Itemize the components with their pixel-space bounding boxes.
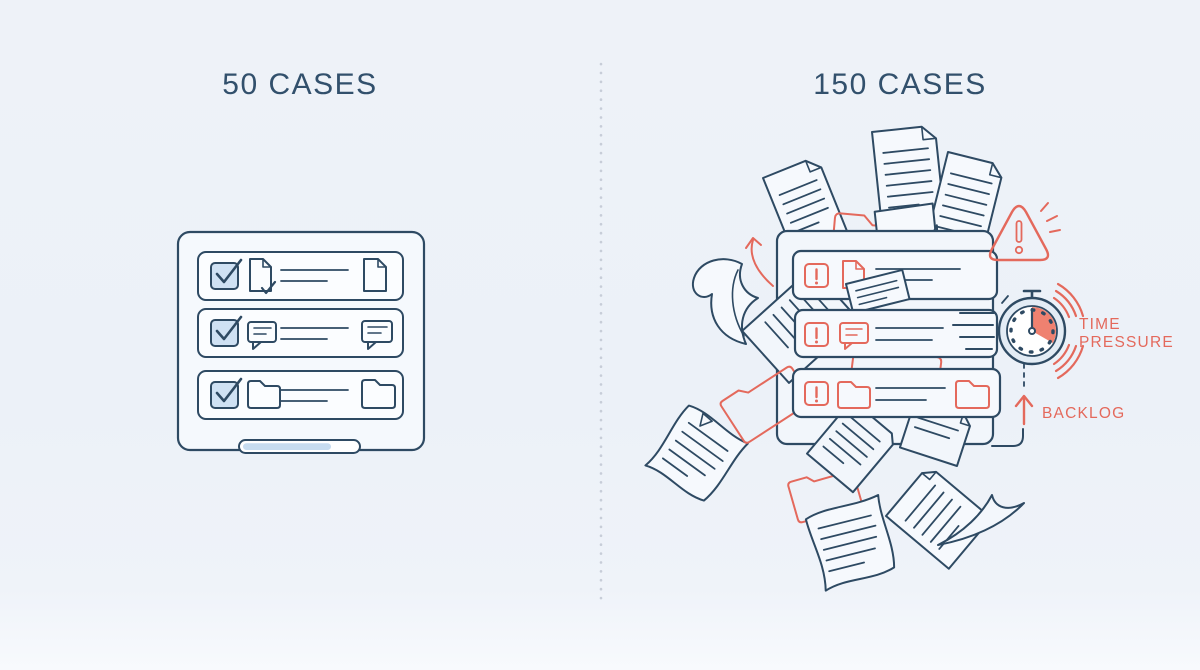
chat-bubble-icon <box>361 320 393 350</box>
time-pressure-label-line1: TIME <box>1079 316 1121 333</box>
document-page <box>871 125 945 219</box>
progress-bar <box>238 439 361 454</box>
backlog-label: BACKLOG <box>1042 405 1125 422</box>
overdue-row <box>791 367 1002 419</box>
chat-bubble-icon <box>247 321 277 350</box>
warning-triangle-icon <box>988 202 1061 262</box>
backlog-up-arrow-icon <box>1014 394 1034 426</box>
panel-corner-connector <box>991 428 1024 447</box>
text-lines <box>280 389 349 402</box>
loose-card <box>845 268 911 315</box>
document-check-icon <box>249 258 277 295</box>
folder-icon <box>247 380 281 409</box>
task-row <box>197 251 404 301</box>
right-title: 150 CASES <box>813 68 987 101</box>
document-page <box>806 399 894 494</box>
checkbox-checked-icon <box>210 377 243 409</box>
elapsed-time-slice <box>1032 307 1057 343</box>
folder-icon <box>361 379 396 409</box>
time-pressure-label-line2: PRESSURE <box>1079 334 1174 351</box>
stopwatch-icon <box>997 289 1067 366</box>
alert-exclamation-icon <box>804 322 829 347</box>
wavy-document <box>804 494 896 592</box>
text-lines <box>280 269 349 282</box>
text-lines <box>875 327 944 341</box>
speed-lines <box>952 312 995 350</box>
curled-paper <box>691 258 759 345</box>
left-title: 50 CASES <box>222 68 378 101</box>
document-page <box>885 470 993 570</box>
page-curl <box>937 494 1025 546</box>
vibration-arcs-icon <box>1052 282 1085 380</box>
alert-exclamation-icon <box>804 381 829 406</box>
backlog-illustration <box>644 125 1085 592</box>
folder-icon <box>955 380 990 409</box>
text-lines <box>280 327 349 340</box>
checkbox-checked-icon <box>210 258 243 290</box>
checklist-illustration <box>176 230 426 454</box>
task-row <box>197 308 404 358</box>
document-icon <box>363 258 387 292</box>
wavy-document <box>644 404 749 502</box>
task-row <box>197 370 404 420</box>
alert-exclamation-icon <box>804 263 829 288</box>
overdue-row <box>793 308 999 359</box>
folder-icon <box>837 381 871 409</box>
checkbox-checked-icon <box>210 315 243 347</box>
red-curved-arrow-icon <box>745 237 774 287</box>
chat-bubble-icon <box>839 322 869 350</box>
text-lines <box>875 387 946 401</box>
red-folder <box>719 365 813 444</box>
